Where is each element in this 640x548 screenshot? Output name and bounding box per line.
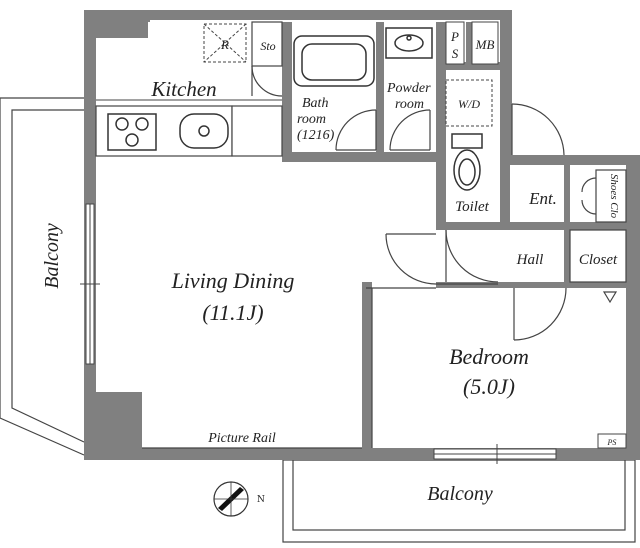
shoes-closet-label: Shoes Clo xyxy=(608,174,620,219)
ps-label-p: P xyxy=(450,29,459,44)
mb-label: MB xyxy=(475,37,495,52)
storage-closet xyxy=(251,21,283,97)
entrance-label: Ent. xyxy=(528,189,557,208)
entry-door-swing xyxy=(511,103,565,156)
washer-dryer-label: W/D xyxy=(458,97,480,111)
washer-dryer-box xyxy=(445,79,493,127)
hall-label: Hall xyxy=(516,252,544,268)
balcony-bottom-label: Balcony xyxy=(427,483,493,505)
living-dining-area: (11.1J) xyxy=(202,300,263,325)
ps-label-s: S xyxy=(452,46,459,61)
toilet-icon xyxy=(451,133,483,191)
washbasin-icon xyxy=(385,27,433,59)
windows xyxy=(80,203,557,464)
closet-label: Closet xyxy=(579,252,618,268)
walls xyxy=(84,10,640,460)
refrigerator-icon xyxy=(203,23,247,63)
powder-label-1: Powder xyxy=(386,81,431,96)
bath-label-1: Bath xyxy=(302,96,328,111)
sink-icon xyxy=(179,113,229,149)
balcony-left xyxy=(0,97,85,456)
compass-north-label: N xyxy=(257,495,265,505)
ps-small-box xyxy=(597,433,627,449)
bath-label-3: (1216) xyxy=(297,128,335,143)
bathtub-icon xyxy=(293,35,375,87)
bedroom-partition xyxy=(366,283,498,448)
ps-small-label: PS xyxy=(607,438,617,447)
bath-label-2: room xyxy=(297,112,326,127)
bath-door-swing xyxy=(335,109,377,151)
powder-door-swing xyxy=(389,109,431,151)
refrigerator-label: R xyxy=(220,37,229,52)
stove-icon xyxy=(107,113,157,151)
ps-mb-boxes xyxy=(445,21,499,65)
storage-label: Sto xyxy=(260,39,275,53)
kitchen-counter xyxy=(95,99,283,157)
compass-icon xyxy=(213,481,249,517)
bedroom-area: (5.0J) xyxy=(463,374,515,399)
hall-door-swings xyxy=(385,229,567,341)
bedroom-label: Bedroom xyxy=(449,344,529,369)
balcony-left-label: Balcony xyxy=(41,223,63,289)
hall-closet xyxy=(569,229,627,304)
kitchen-label: Kitchen xyxy=(150,77,216,101)
powder-label-2: room xyxy=(395,97,424,112)
shoes-closet xyxy=(581,169,627,223)
picture-rail-label: Picture Rail xyxy=(207,431,276,446)
toilet-label: Toilet xyxy=(455,199,489,215)
living-dining-label: Living Dining xyxy=(171,268,295,293)
